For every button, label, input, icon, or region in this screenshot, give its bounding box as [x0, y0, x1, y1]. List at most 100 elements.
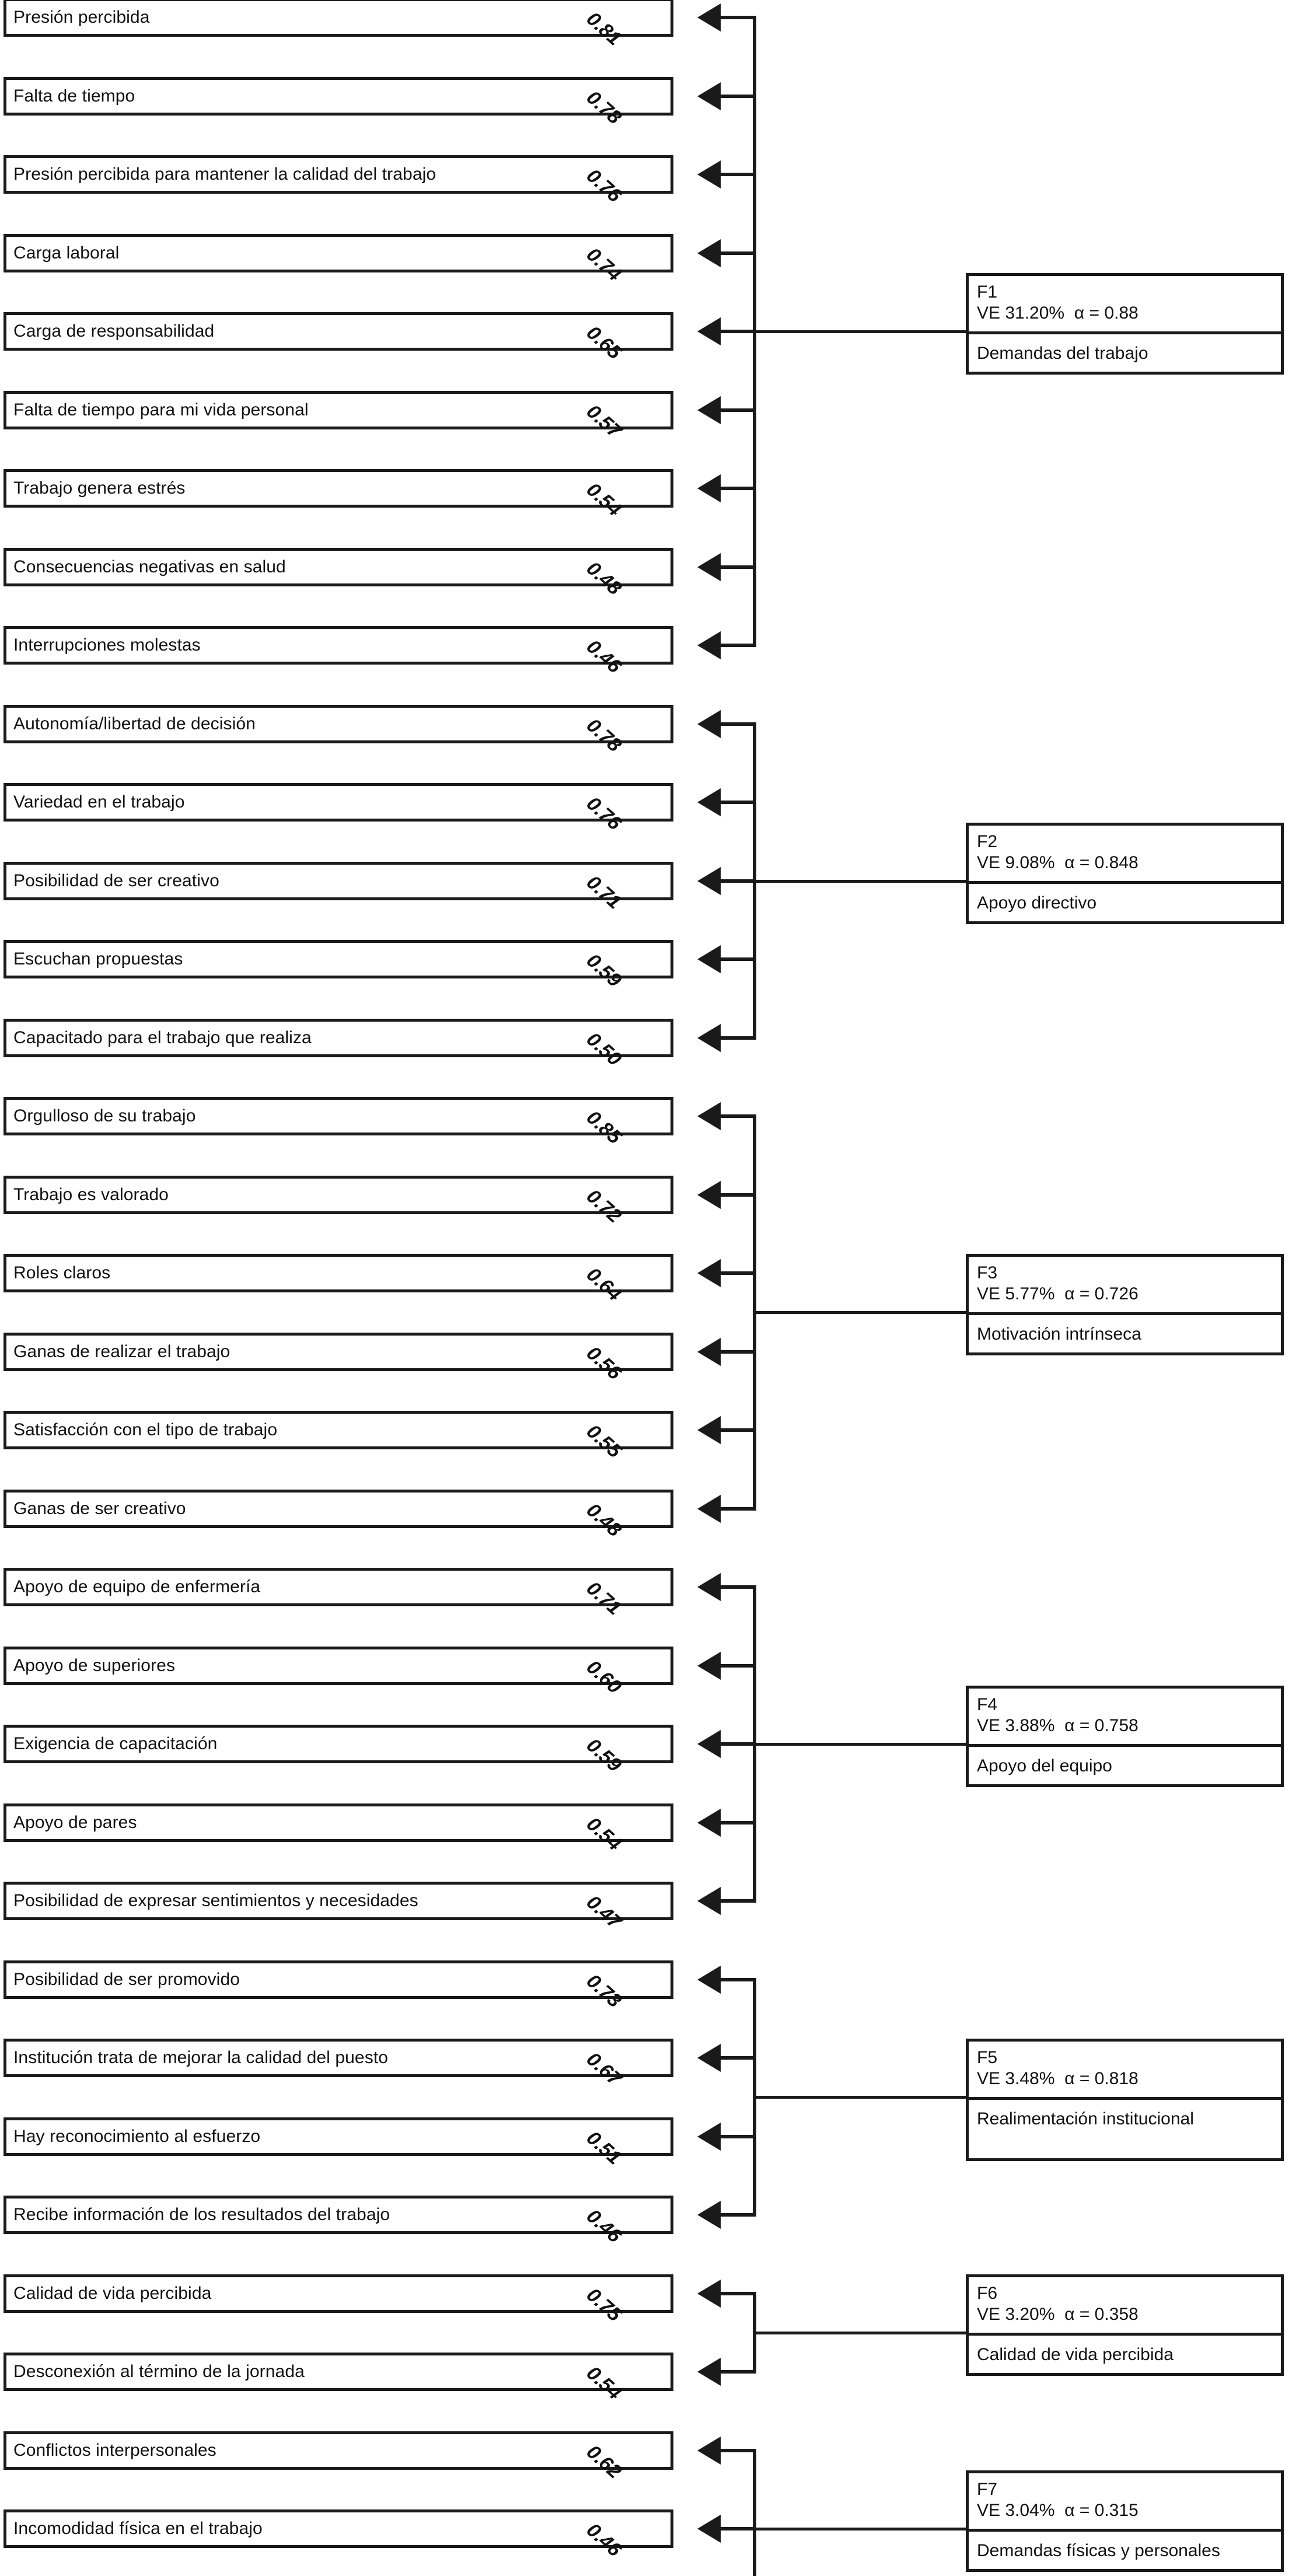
factor-stub	[721, 957, 756, 961]
indicator-label: Falta de tiempo para mi vida personal	[13, 400, 309, 420]
indicator-box: Orgulloso de su trabajo	[4, 1097, 673, 1135]
factor-stub	[721, 565, 756, 569]
loading-arrow-head	[697, 866, 721, 895]
factor-stub	[721, 1193, 756, 1197]
factor-stub	[721, 1742, 756, 1746]
indicator-label: Variedad en el trabajo	[13, 792, 185, 812]
factor-trunk	[753, 2528, 966, 2530]
factor-stub	[721, 2448, 756, 2452]
indicator-label: Falta de tiempo	[13, 86, 135, 106]
indicator-box: Posibilidad de expresar sentimientos y n…	[4, 1882, 673, 1920]
loading-arrow-head	[697, 1337, 721, 1366]
factor-variance-alpha: VE 31.20% α = 0.88	[977, 303, 1281, 324]
factor-trunk	[753, 1743, 966, 1746]
indicator-box: Incomodidad física en el trabajo	[4, 2509, 673, 2548]
factor-stub	[721, 408, 756, 412]
indicator-box: Autonomía/libertad de decisión	[4, 705, 673, 743]
factor-name-cell: Apoyo del equipo	[969, 1747, 1281, 1790]
factor-variance-explained: VE 3.88%	[977, 1716, 1055, 1735]
indicator-label: Presión percibida	[13, 8, 150, 27]
factor-stub	[721, 1585, 756, 1589]
loading-arrow-head	[697, 1416, 721, 1444]
indicator-box: Calidad de vida percibida	[4, 2274, 673, 2313]
indicator-box: Presión percibida para mantener la calid…	[4, 155, 673, 194]
factor-stub	[721, 1271, 756, 1275]
loading-arrow-head	[697, 2358, 721, 2386]
spacer	[1054, 853, 1064, 872]
indicator-label: Institución trata de mejorar la calidad …	[13, 2048, 389, 2067]
factor-stub	[721, 487, 756, 490]
indicator-box: Posibilidad de ser creativo	[4, 862, 673, 900]
indicator-label: Ganas de realizar el trabajo	[13, 1342, 231, 1361]
loading-arrow-head	[697, 82, 721, 110]
factor-variance-explained: VE 9.08%	[977, 853, 1055, 872]
factor-id: F6	[977, 2284, 998, 2303]
factor-name-cell: Motivación intrínseca	[969, 1315, 1281, 1358]
factor-trunk	[753, 880, 966, 883]
factor-id: F1	[977, 282, 998, 302]
factor-id: F5	[977, 2048, 998, 2067]
factor-trunk	[753, 1311, 966, 1314]
factor-id: F7	[977, 2480, 998, 2499]
loading-arrow-head	[697, 1180, 721, 1209]
loading-arrow-head	[697, 1887, 721, 1915]
factor-cronbach-alpha: α = 0.358	[1064, 2305, 1139, 2324]
loading-arrow-head	[697, 2279, 721, 2308]
indicator-label: Trabajo es valorado	[13, 1185, 169, 1204]
indicator-box: Institución trata de mejorar la calidad …	[4, 2039, 673, 2077]
indicator-label: Posibilidad de expresar sentimientos y n…	[13, 1891, 418, 1910]
indicator-label: Apoyo de equipo de enfermería	[13, 1577, 261, 1596]
spacer	[1054, 1284, 1064, 1303]
loading-arrow-head	[697, 1651, 721, 1680]
factor-stub	[721, 722, 756, 726]
loading-arrow-head	[697, 1573, 721, 1601]
factor-cronbach-alpha: α = 0.848	[1064, 853, 1139, 872]
factor-stub	[721, 2056, 756, 2060]
factor-name-cell: Demandas del trabajo	[969, 334, 1281, 378]
factor-cronbach-alpha: α = 0.758	[1064, 1716, 1139, 1735]
loading-arrow-head	[697, 1965, 721, 1994]
indicator-label: Consecuencias negativas en salud	[13, 557, 286, 576]
loading-arrow-head	[697, 788, 721, 816]
factor-stub	[721, 16, 756, 19]
indicator-box: Satisfacción con el tipo de trabajo	[4, 1411, 673, 1449]
factor-id: F3	[977, 1263, 998, 1282]
indicator-box: Trabajo es valorado	[4, 1176, 673, 1214]
factor-variance-alpha: VE 3.04% α = 0.315	[977, 2500, 1281, 2521]
factor-stub	[721, 2527, 756, 2530]
loading-arrow-head	[697, 1808, 721, 1837]
factor-stub	[721, 2370, 756, 2374]
factor-stub	[721, 1114, 756, 1118]
indicator-label: Presión percibida para mantener la calid…	[13, 165, 437, 184]
indicator-box: Carga laboral	[4, 234, 673, 272]
indicator-box: Apoyo de equipo de enfermería	[4, 1568, 673, 1606]
indicator-label: Carga de responsabilidad	[13, 321, 215, 341]
indicator-label: Recibe información de los resultados del…	[13, 2205, 390, 2224]
indicator-label: Orgulloso de su trabajo	[13, 1106, 196, 1126]
indicator-box: Falta de tiempo	[4, 77, 673, 116]
indicator-box: Exigencia de capacitación	[4, 1725, 673, 1763]
loading-arrow-head	[697, 2436, 721, 2465]
factor-stub	[721, 94, 756, 98]
factor-name-cell: Realimentación institucional	[969, 2100, 1281, 2164]
loading-arrow-head	[697, 1730, 721, 1758]
indicator-box: Consecuencias negativas en salud	[4, 548, 673, 586]
factor-stub	[721, 1507, 756, 1511]
factor-variance-alpha: VE 9.08% α = 0.848	[977, 852, 1281, 873]
indicator-label: Autonomía/libertad de decisión	[13, 714, 256, 733]
indicator-box: Ganas de ser creativo	[4, 1490, 673, 1528]
factor-stub	[721, 1428, 756, 1432]
loading-arrow-head	[697, 709, 721, 738]
factor-name: Calidad de vida percibida	[977, 2345, 1174, 2364]
factor-variance-alpha: VE 3.88% α = 0.758	[977, 1715, 1281, 1736]
indicator-box: Apoyo de superiores	[4, 1647, 673, 1685]
factor-variance-alpha: VE 3.20% α = 0.358	[977, 2304, 1281, 2325]
indicator-box: Recibe información de los resultados del…	[4, 2196, 673, 2234]
indicator-label: Carga laboral	[13, 243, 120, 263]
indicator-box: Hay reconocimiento al esfuerzo	[4, 2117, 673, 2156]
